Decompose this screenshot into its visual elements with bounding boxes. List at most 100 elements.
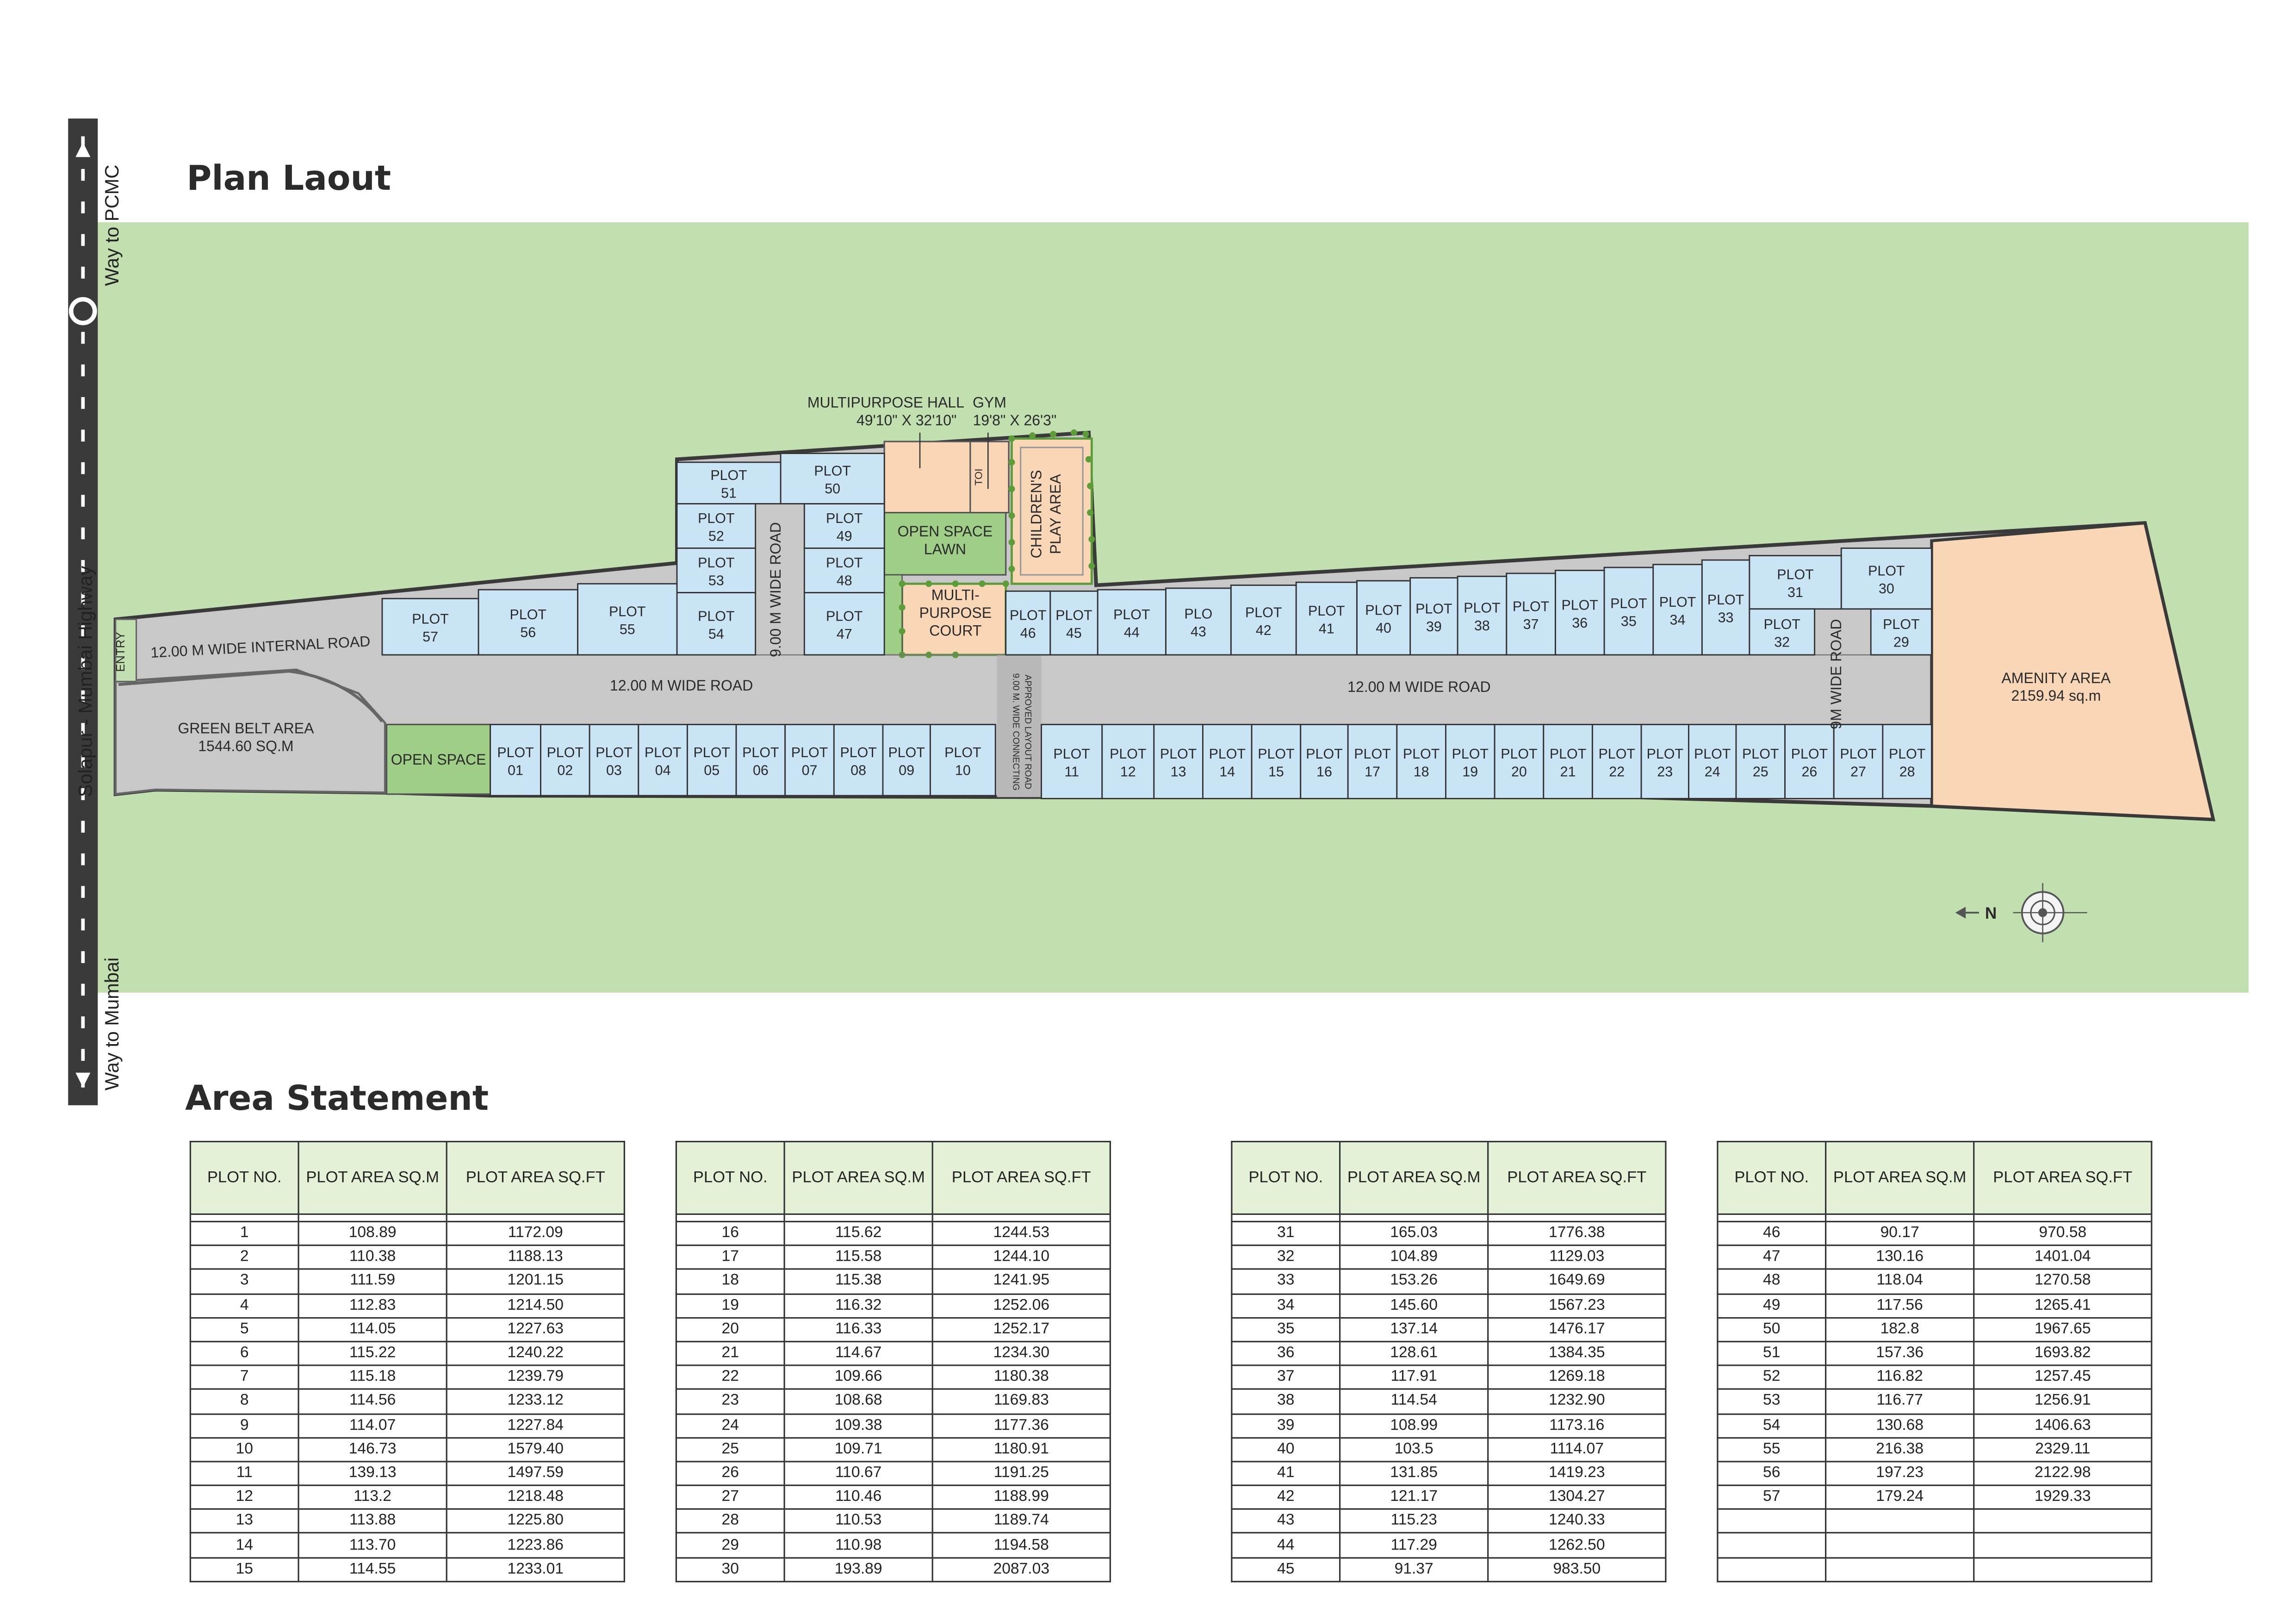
amenity-label: AMENITY AREA [2001,670,2111,686]
plot-44[interactable] [1097,589,1167,656]
plot-12[interactable] [1101,723,1155,799]
plot-number: 25 [1753,764,1769,779]
plot-number: 17 [1365,764,1380,779]
plot-19[interactable] [1445,723,1496,799]
plot-18[interactable] [1396,723,1446,799]
plot-number: 51 [721,485,737,501]
plot-16[interactable] [1300,723,1349,799]
plot-35[interactable] [1603,566,1654,656]
multi-court-label-2: PURPOSE [919,604,992,621]
plot-3[interactable] [589,723,639,796]
plot-6[interactable] [735,723,786,796]
plot-2[interactable] [540,723,590,796]
open-space-lawn-label-2: LAWN [924,541,966,557]
plot-42[interactable] [1230,585,1297,656]
plot-27[interactable] [1833,723,1884,799]
plot-43[interactable] [1165,587,1232,656]
arrow-down-icon [75,1072,91,1088]
entry-label: ENTRY [114,632,127,672]
plot-34[interactable] [1652,564,1703,656]
plot-number: 57 [422,629,438,645]
plot-41[interactable] [1295,581,1358,656]
plot-31[interactable] [1749,555,1842,610]
plot-25[interactable] [1735,723,1786,799]
plot-36[interactable] [1554,570,1605,656]
plot-4[interactable] [638,723,688,796]
plot-label: PLOT [1889,746,1925,762]
amenity-area-label: 2159.94 sq.m [2011,687,2101,704]
plot-label: PLOT [547,745,583,760]
plot-23[interactable] [1640,723,1689,799]
plot-51[interactable] [676,461,782,504]
plot-5[interactable] [686,723,737,796]
plot-13[interactable] [1153,723,1204,799]
plot-number: 05 [704,762,720,778]
plan-layout-title: Plan Laout [186,160,391,199]
plot-label: PLO [1184,606,1212,622]
plot-label: PLOT [1053,746,1090,762]
plot-32[interactable] [1749,608,1816,656]
plot-40[interactable] [1356,580,1411,656]
children-play-label-2: PLAY AREA [1047,474,1064,554]
open-space-lawn-label-1: OPEN SPACE [898,523,993,540]
plot-11[interactable] [1041,723,1103,799]
plot-53[interactable] [676,548,757,593]
plot-21[interactable] [1543,723,1593,799]
plot-number: 45 [1066,625,1082,641]
plot-number: 33 [1718,610,1734,626]
plot-24[interactable] [1688,723,1737,799]
plot-29[interactable] [1870,608,1932,656]
plot-57[interactable] [381,597,479,656]
header-plot-no: PLOT NO. [675,1141,785,1215]
plot-54[interactable] [676,592,757,656]
plot-7[interactable] [784,723,835,796]
plot-15[interactable] [1251,723,1302,799]
plot-22[interactable] [1591,723,1642,799]
plot-10[interactable] [929,723,996,796]
way-to-mumbai-label: Way to Mumbai [100,957,123,1091]
plot-28[interactable] [1882,723,1932,799]
plot-17[interactable] [1347,723,1398,799]
gym-size: 19'8" X 26'3" [973,412,1056,429]
plot-label: PLOT [1354,746,1390,762]
plot-49[interactable] [803,503,885,549]
plot-1[interactable] [490,723,541,796]
plot-number: 50 [825,481,840,497]
multi-court-label-3: COURT [929,622,981,639]
plot-48[interactable] [803,548,885,593]
plot-46[interactable] [1005,590,1051,656]
plot-52[interactable] [676,503,757,549]
plot-56[interactable] [478,589,578,656]
plot-label: PLOT [1110,746,1146,762]
plot-number: 14 [1219,764,1235,779]
open-space-lawn [883,512,1007,576]
plot-50[interactable] [780,453,885,504]
plot-30[interactable] [1840,548,1932,610]
plot-number: 40 [1376,620,1391,636]
plot-number: 27 [1850,764,1866,779]
plot-45[interactable] [1049,590,1098,656]
plot-33[interactable] [1701,559,1750,656]
plot-9[interactable] [882,723,931,796]
plot-20[interactable] [1494,723,1545,799]
